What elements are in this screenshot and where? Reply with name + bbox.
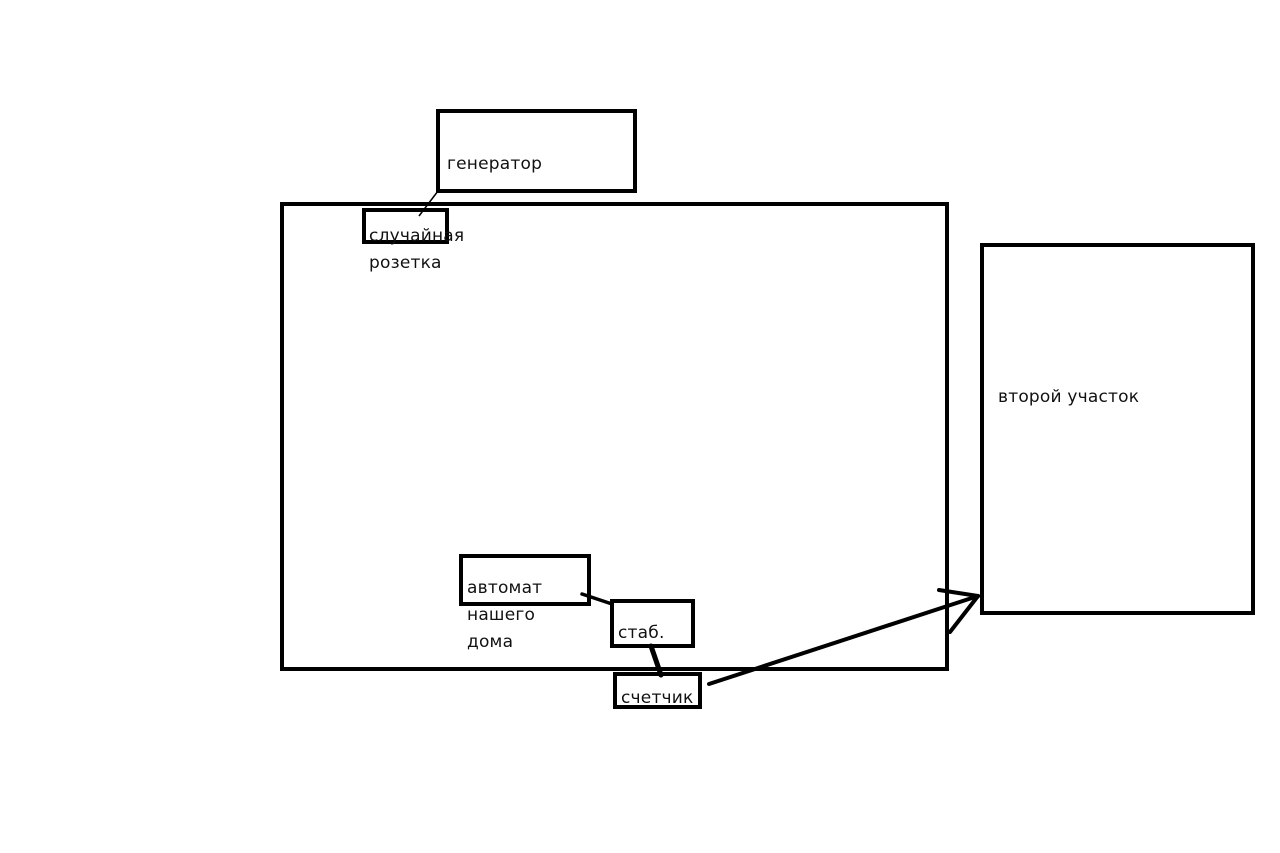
meter-box [613, 672, 702, 709]
socket-label-line1: случайная [369, 226, 465, 246]
arrow-head-upper [937, 588, 980, 598]
wire-stabilizer-meter [648, 643, 664, 678]
meter-label: счетчик [621, 688, 694, 708]
arrow-head-lower [948, 594, 980, 634]
wire-generator-socket [418, 190, 439, 217]
socket-label-line2: розетка [369, 253, 442, 273]
breaker-label-line2: нашего [467, 605, 536, 625]
breaker-label-line3: дома [467, 632, 514, 652]
breaker-box [459, 554, 591, 606]
arrow-meter-second-plot [707, 594, 980, 686]
stabilizer-label: стаб. [618, 623, 665, 643]
house-outline [280, 202, 949, 671]
generator-box [436, 109, 637, 193]
generator-label: генератор [447, 154, 543, 174]
socket-box [362, 208, 449, 244]
second-plot-label: второй участок [998, 387, 1140, 407]
wire-breaker-stabilizer [580, 592, 614, 606]
second-plot-box [980, 243, 1255, 615]
breaker-label-line1: автомат [467, 578, 543, 598]
